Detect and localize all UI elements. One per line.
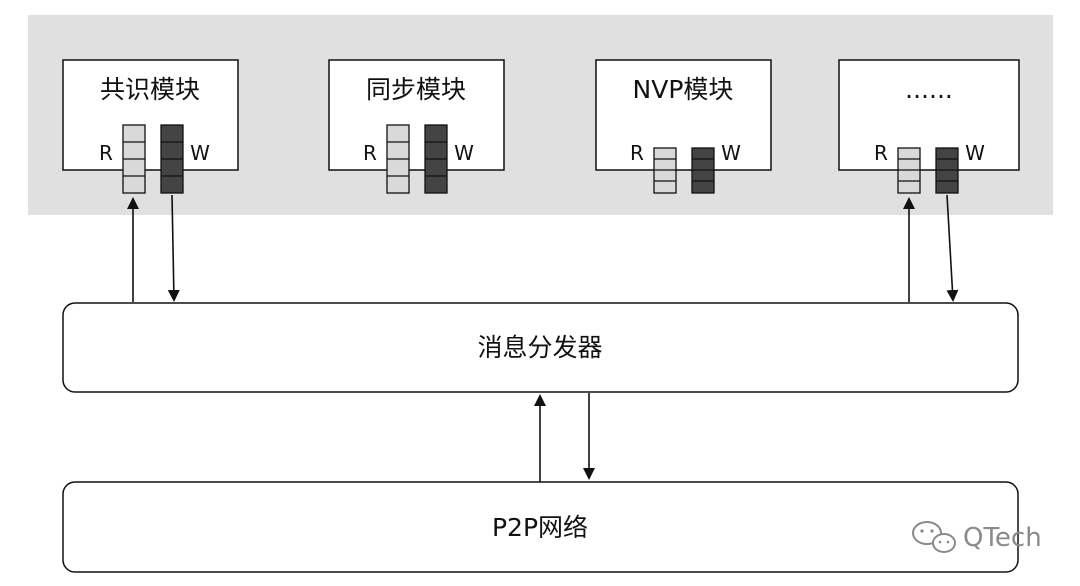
write-label: W bbox=[721, 141, 741, 165]
write-label: W bbox=[454, 141, 474, 165]
arrow-consensus-to-dispatcher bbox=[167, 194, 180, 302]
watermark: QTech bbox=[912, 521, 1042, 553]
module-title: NVP模块 bbox=[633, 75, 734, 104]
module-box bbox=[328, 59, 505, 171]
write-queue bbox=[160, 124, 184, 194]
read-label: R bbox=[630, 141, 644, 165]
watermark-text: QTech bbox=[963, 523, 1042, 553]
write-label: W bbox=[965, 141, 985, 165]
network-box bbox=[62, 481, 1019, 573]
read-label: R bbox=[99, 141, 113, 165]
write-label: W bbox=[190, 141, 210, 165]
module-title: 同步模块 bbox=[366, 75, 466, 104]
write-queue bbox=[691, 147, 715, 194]
read-label: R bbox=[874, 141, 888, 165]
module-box bbox=[62, 59, 239, 171]
module-box bbox=[595, 59, 772, 171]
read-label: R bbox=[363, 141, 377, 165]
network-label: P2P网络 bbox=[492, 513, 588, 542]
write-queue bbox=[424, 124, 448, 194]
arrow-more-to-dispatcher bbox=[946, 194, 959, 302]
read-queue bbox=[897, 147, 921, 194]
message-dispatcher: 消息分发器 bbox=[62, 302, 1019, 393]
read-queue bbox=[653, 147, 677, 194]
module-sync: 同步模块 R W bbox=[328, 59, 505, 194]
read-queue bbox=[386, 124, 410, 194]
module-box bbox=[838, 59, 1020, 171]
module-title: ...... bbox=[905, 75, 953, 104]
module-more: ...... R W bbox=[838, 59, 1020, 194]
dispatcher-label: 消息分发器 bbox=[477, 333, 602, 362]
wechat-icon bbox=[912, 521, 956, 553]
read-queue bbox=[122, 124, 146, 194]
module-consensus: 共识模块 R W bbox=[62, 59, 239, 194]
p2p-network: P2P网络 bbox=[62, 481, 1019, 573]
dispatcher-box bbox=[62, 302, 1019, 393]
module-nvp: NVP模块 R W bbox=[595, 59, 772, 194]
write-queue bbox=[935, 147, 959, 194]
module-title: 共识模块 bbox=[100, 75, 200, 104]
